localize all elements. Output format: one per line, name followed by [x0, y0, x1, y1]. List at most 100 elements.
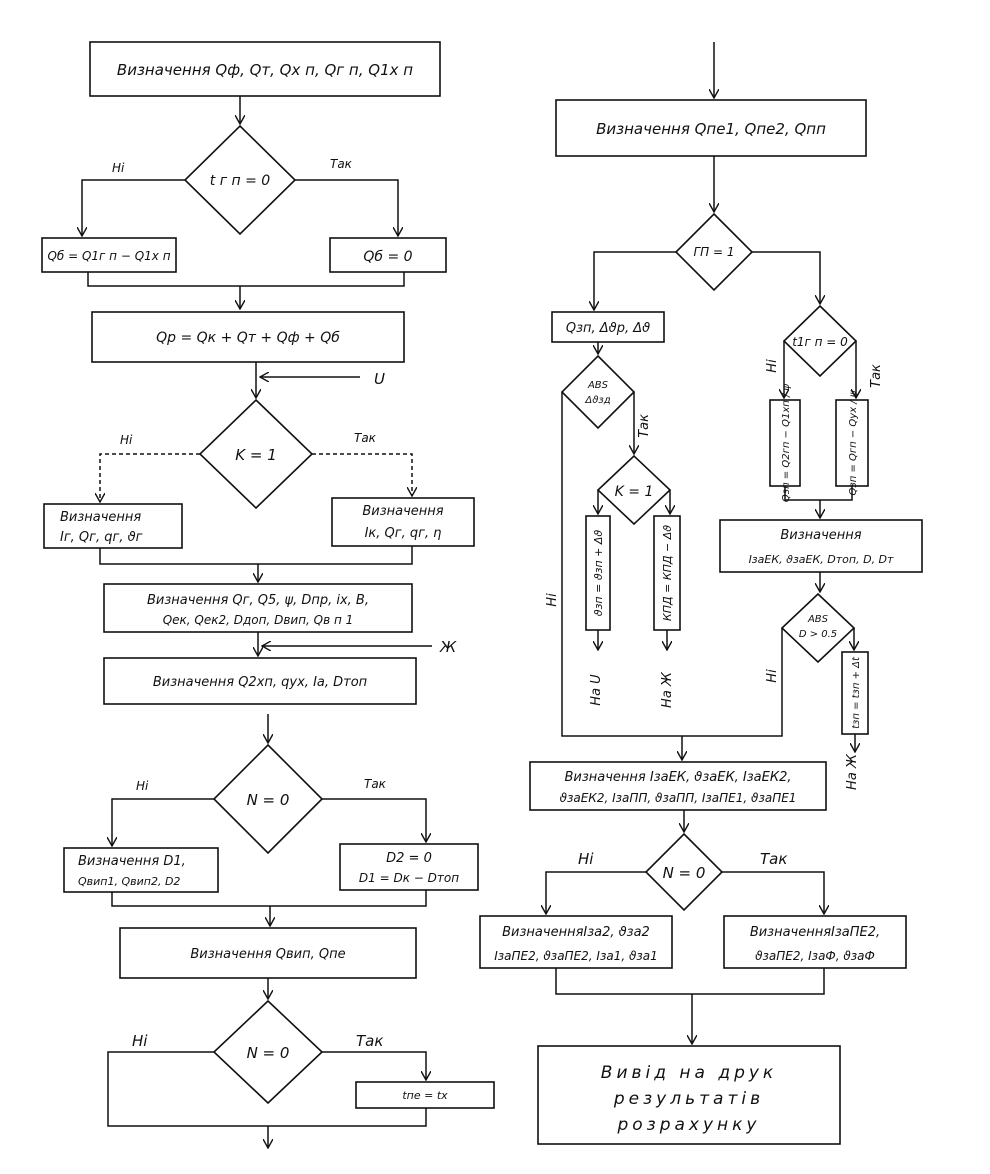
right-box-5b-line2: ϑзаПЕ2, IзаФ, ϑзаФ [755, 949, 875, 963]
right-box-3-line1: Визначення [780, 528, 861, 543]
right-long-no-label: Ні [545, 593, 560, 607]
left-box-6-text: Визначення Q2хп, qух, Iа, Dтоп [153, 675, 368, 690]
right-decision-3 [596, 454, 672, 526]
connector [82, 179, 185, 236]
right-decision-5-no: Ні [765, 669, 780, 683]
left-box-1-text: Визначення Qф, Qт, Qх п, Qг п, Q1х п [117, 61, 413, 79]
right-decision-6-text: N = 0 [663, 864, 706, 882]
left-box-4b-line2: Iк, Qг, qг, η [365, 526, 442, 541]
right-decision-2-yes: Так [637, 414, 652, 438]
right-vbox-3-text: Qзп = Q2гп − Q1хп / ψ [781, 383, 792, 502]
right-box-5a-line2: IзаПЕ2, ϑзаПЕ2, Iза1, ϑза1 [494, 949, 658, 963]
left-decision-1-no: Ні [112, 161, 125, 175]
left-box-4b [331, 497, 475, 547]
connector [546, 871, 646, 914]
connector [322, 798, 426, 842]
left-box-9 [355, 1081, 495, 1109]
right-output-line3: розрахунку [616, 1115, 760, 1135]
left-box-3-text: Qр = Qк + Qт + Qф + Qб [156, 330, 340, 346]
connector [100, 453, 200, 502]
left-box-4a [43, 503, 183, 549]
left-box-7b-line2: D1 = Dк − Dтоп [359, 871, 459, 885]
left-decision-2-yes: Так [354, 431, 377, 445]
left-box-2a [41, 237, 177, 273]
left-arrow-u-label: U [374, 370, 385, 388]
right-box-5b-line1: ВизначенняIзаПЕ2, [750, 925, 880, 940]
right-vbox-4-text: Qзп = Qгп − Qух / ψ [848, 390, 859, 495]
right-goto-u: На U [589, 674, 604, 706]
left-box-6 [103, 657, 417, 705]
left-box-2a-text: Qб = Q1г п − Q1х п [47, 249, 170, 263]
left-box-5-line2: Qек, Qек2, Dдоп, Dвип, Qв п 1 [163, 613, 354, 627]
left-box-7a [63, 847, 219, 893]
left-box-4a-line1: Визначення [60, 510, 141, 525]
connector [111, 890, 427, 907]
left-decision-3-text: N = 0 [247, 791, 290, 809]
left-decision-1-yes: Так [330, 157, 353, 171]
right-decision-4 [782, 304, 858, 378]
right-box-3 [719, 519, 923, 573]
right-box-4-line2: ϑзаЕК2, IзаПП, ϑзаПП, IзаПЕ1, ϑзаПЕ1 [560, 791, 797, 805]
connector [268, 1108, 427, 1127]
right-box-5a-line1: ВизначенняIза2, ϑза2 [502, 925, 650, 940]
left-decision-2-no: Ні [120, 433, 133, 447]
right-decision-4-yes: Так [869, 364, 884, 388]
left-decision-2 [198, 398, 314, 510]
left-decision-3-yes: Так [364, 777, 387, 791]
right-vbox-5 [841, 651, 869, 735]
right-decision-5-line1: ABS [807, 614, 829, 625]
right-decision-3-text: K = 1 [615, 484, 654, 500]
connector [682, 628, 783, 737]
left-decision-1 [183, 124, 297, 236]
right-box-4 [529, 761, 827, 811]
right-decision-6 [644, 832, 724, 912]
right-vbox-2-text: КПД = КПД − Δϑ [661, 525, 674, 621]
left-decision-4-text: N = 0 [247, 1044, 290, 1062]
right-box-5b [723, 915, 907, 969]
connector [112, 798, 214, 846]
right-decision-5-line2: D > 0.5 [799, 629, 837, 640]
connector [784, 486, 853, 501]
connector [107, 1051, 268, 1127]
connector [322, 1051, 426, 1080]
left-decision-2-text: K = 1 [235, 446, 276, 464]
right-vbox-1 [585, 515, 611, 631]
right-decision-5 [780, 592, 856, 664]
left-decision-3 [212, 743, 324, 855]
left-box-9-text: tпе = tх [402, 1089, 448, 1102]
right-box-1-text: Визначення Qпе1, Qпе2, Qпп [596, 120, 826, 138]
left-box-8-text: Визначення Qвип, Qпе [190, 947, 345, 962]
right-box-1 [555, 99, 867, 157]
connector [312, 453, 412, 496]
right-decision-6-no: Ні [578, 850, 594, 868]
connector [561, 392, 682, 737]
right-vbox-1-text: ϑзп = ϑзп + Δϑ [592, 530, 605, 617]
left-box-8 [119, 927, 417, 979]
left-box-7b [339, 843, 479, 891]
right-decision-2-line1: ABS [587, 380, 609, 391]
right-output-line2: результатів [613, 1089, 764, 1109]
left-box-4a-line2: Iг, Qг, qг, ϑг [60, 530, 143, 545]
left-box-7a-line1: Визначення D1, [78, 854, 186, 869]
connector [594, 251, 676, 310]
left-box-7b-line1: D2 = 0 [386, 851, 432, 866]
left-box-5 [103, 583, 413, 633]
connector [87, 272, 405, 287]
left-box-1 [89, 41, 441, 97]
right-decision-6-yes: Так [760, 850, 787, 868]
left-column: Визначення Qф, Qт, Qх п, Qг п, Q1х п t г… [41, 41, 495, 1148]
connector [555, 968, 825, 995]
right-decision-1-text: ГП = 1 [693, 245, 734, 259]
right-box-5a [479, 915, 673, 969]
right-decision-1 [674, 212, 754, 292]
right-decision-4-no: Ні [765, 359, 780, 373]
left-box-2b [329, 237, 447, 273]
right-vbox-4 [835, 399, 869, 487]
right-vbox-5-text: tзп = tзп + Δt [851, 656, 862, 729]
right-box-2-text: Qзп, Δϑр, Δϑ [566, 321, 650, 336]
right-box-3-line2: IзаЕК, ϑзаЕК, Dтоп, D, Dт [749, 553, 894, 566]
left-arrow-zh-label: Ж [439, 638, 457, 656]
left-decision-3-no: Ні [136, 779, 149, 793]
right-decision-2-line2: Δϑзд [584, 395, 610, 406]
